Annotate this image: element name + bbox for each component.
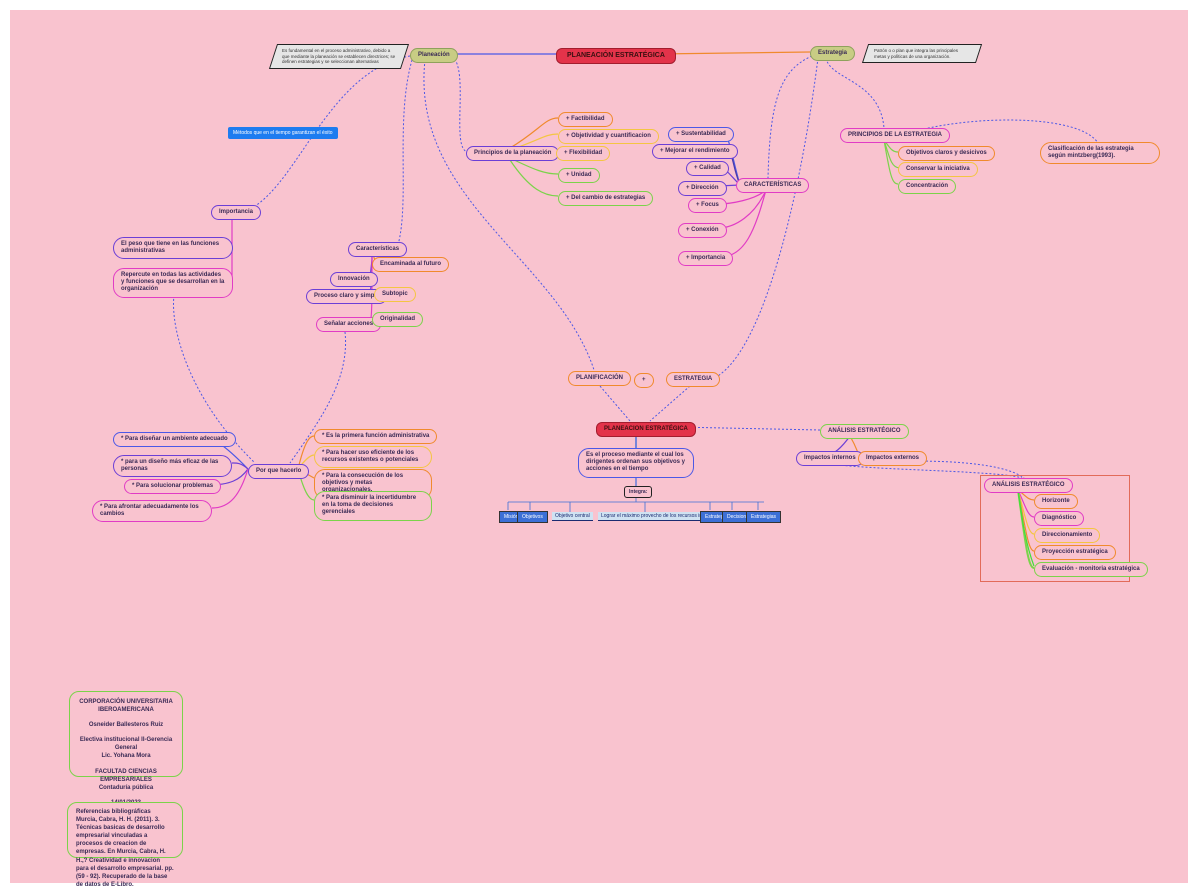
info-line	[74, 729, 178, 736]
component-label: Objetivo central	[552, 512, 593, 521]
caracteristica-estrategia-item[interactable]: + Sustentabilidad	[668, 127, 734, 143]
estrategia-node[interactable]: Estrategia	[810, 46, 856, 62]
metodos-label: Métodos que en el tiempo garantizan el é…	[228, 127, 338, 139]
principio-estrategia-item[interactable]: Conservar la iniciativa	[898, 162, 978, 178]
por-que-left-item[interactable]: * Para afrontar adecuadamente los cambio…	[92, 500, 212, 523]
component-label: Lograr el máximo provecho de los recurso…	[598, 512, 720, 521]
principio-item[interactable]: + Factibilidad	[558, 112, 613, 128]
caracteristica-estrategia-item[interactable]: + Importancia	[678, 251, 734, 267]
info-line: Lic. Yohana Mora	[101, 753, 151, 760]
importancia-node[interactable]: Importancia	[211, 205, 262, 221]
principio-item[interactable]: + Objetividad y cuantificacion	[558, 129, 659, 145]
principio-estrategia-item[interactable]: Objetivos claros y desicivos	[898, 146, 995, 162]
references-text: Murcia, Cabra, H. H. (2011). 3. Técnicas…	[76, 817, 174, 888]
references-box: Referencias bibliográficas Murcia, Cabra…	[67, 802, 183, 888]
clasificacion-node[interactable]: Clasificación de las estrategia según mi…	[1040, 142, 1160, 165]
references-title: Referencias bibliográficas	[76, 809, 151, 815]
info-line	[74, 792, 178, 799]
info-line: IBEROAMERICANA	[98, 707, 154, 714]
analisis-item[interactable]: Horizonte	[1034, 494, 1078, 510]
principios-estrategia-node[interactable]: PRINCIPIOS DE LA ESTRATEGIA	[840, 128, 951, 144]
analisis-item[interactable]: Direccionamiento	[1034, 528, 1101, 544]
info-line: Electiva institucional II-Gerencia Gener…	[79, 737, 173, 752]
caracteristica-left[interactable]: Innovación	[330, 272, 378, 288]
main-title[interactable]: PLANEACIÓN ESTRATÉGICA	[556, 48, 676, 65]
caracteristica-right[interactable]: Originalidad	[372, 312, 424, 328]
caracteristica-estrategia-item[interactable]: + Conexión	[678, 223, 727, 239]
por-que-right-item[interactable]: * Para disminuir la incertidumbre en la …	[314, 491, 432, 521]
principios-planeacion-node[interactable]: Principios de la planeación	[466, 146, 560, 162]
impactos-externos-node[interactable]: Impactos externos	[858, 451, 928, 467]
caracteristica-estrategia-item[interactable]: + Focus	[688, 198, 727, 214]
caracteristicas-estrategia-node[interactable]: CARACTERÍSTICAS	[736, 178, 810, 194]
caracteristica-estrategia-item[interactable]: + Calidad	[686, 161, 729, 177]
por-que-right-item[interactable]: * Para hacer uso eficiente de los recurs…	[314, 446, 432, 469]
estrategia-note: Patrón o o plan que integra las principa…	[861, 44, 983, 64]
component-box[interactable]: Estrategias	[746, 511, 782, 523]
info-line: Osneider Ballesteros Ruiz	[88, 722, 164, 729]
planeacion-estrategica-node[interactable]: PLANEACION ESTRATÉGICA	[596, 422, 696, 438]
por-que-left-item[interactable]: * Para diseñar un ambiente adecuado	[113, 432, 236, 448]
component-box[interactable]: Objetivos	[517, 511, 548, 523]
definicion-node[interactable]: Es el proceso mediante el cual los dirig…	[578, 448, 694, 478]
author-info-box: CORPORACIÓN UNIVERSITARIA IBEROAMERICANA O…	[69, 691, 183, 814]
importancia-item[interactable]: Repercute en todas las actividades y fun…	[113, 268, 233, 298]
analisis-node[interactable]: ANÁLISIS ESTRATÉGICO	[820, 424, 909, 440]
planeacion-note: Es fundamental en el proceso administrat…	[268, 44, 410, 69]
estrategia-bottom-node[interactable]: ESTRATEGIA	[666, 372, 721, 388]
por-que-left-item[interactable]: * para un diseño más eficaz de las perso…	[113, 455, 232, 478]
plus-node: +	[634, 373, 654, 389]
caracteristicas-planeacion-node[interactable]: Características	[348, 242, 408, 258]
principio-estrategia-item[interactable]: Concentración	[898, 179, 957, 195]
planificacion-node[interactable]: PLANIFICACIÓN	[568, 371, 631, 387]
analisis-frame	[980, 475, 1130, 582]
info-line: Contaduría pública	[98, 784, 154, 791]
por-que-right-item[interactable]: * Es la primera función administrativa	[314, 429, 438, 445]
info-line	[74, 714, 178, 721]
integra-node[interactable]: Integra:	[624, 486, 653, 498]
caracteristica-left[interactable]: Proceso claro y simple	[306, 289, 388, 305]
caracteristica-right[interactable]: Encaminada al futuro	[372, 257, 450, 273]
impactos-internos-node[interactable]: Impactos internos	[796, 451, 864, 467]
planeacion-node[interactable]: Planeación	[410, 48, 458, 64]
principio-item[interactable]: + Del cambio de estrategias	[558, 191, 654, 207]
analisis-item[interactable]: Evaluación - monitoria estratégica	[1034, 562, 1148, 578]
principio-item[interactable]: + Unidad	[558, 168, 600, 184]
info-line: FACULTAD CIENCIAS EMPRESARIALES	[95, 768, 157, 783]
importancia-item[interactable]: El peso que tiene en las funciones admin…	[113, 237, 233, 260]
por-que-left-item[interactable]: * Para solucionar problemas	[124, 479, 222, 495]
por-que-node[interactable]: Por que hacerlo	[248, 464, 310, 480]
analisis-item[interactable]: Proyección estratégica	[1034, 545, 1116, 561]
info-line	[74, 761, 178, 768]
analisis-box-title[interactable]: ANÁLISIS ESTRATÉGICO	[984, 478, 1073, 494]
caracteristica-right[interactable]: Subtopic	[374, 287, 416, 303]
principio-item[interactable]: + Flexibilidad	[556, 146, 611, 162]
info-line: CORPORACIÓN UNIVERSITARIA	[79, 699, 173, 705]
caracteristica-estrategia-item[interactable]: + Mejorar el rendimiento	[652, 144, 738, 160]
analisis-item[interactable]: Diagnóstico	[1034, 511, 1085, 527]
caracteristica-estrategia-item[interactable]: + Dirección	[678, 181, 727, 197]
